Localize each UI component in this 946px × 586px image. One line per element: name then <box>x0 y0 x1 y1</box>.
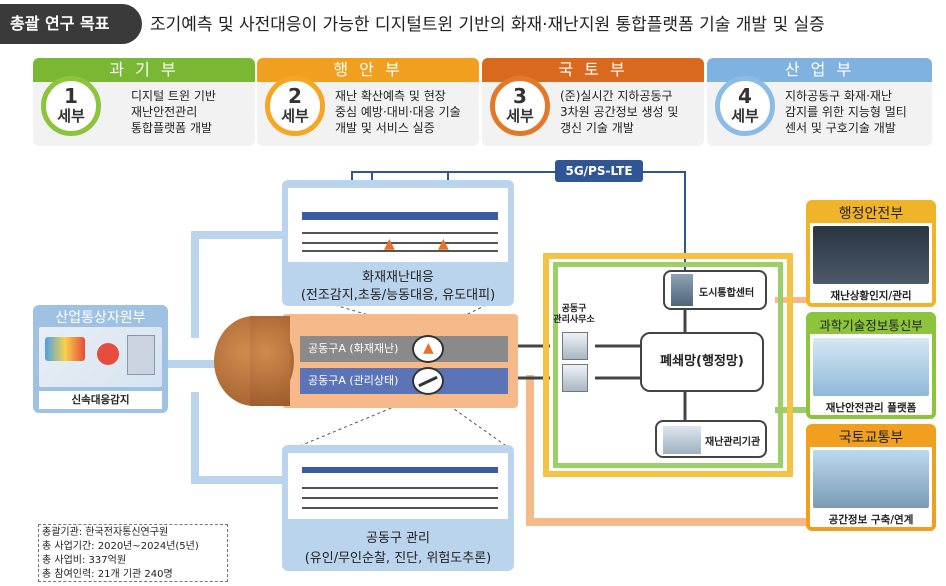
card-4-circle: 4 세부 <box>715 76 775 136</box>
manage-schematic <box>288 453 508 519</box>
fire-response-box: ▲ ▲ 화재재난대응 (전조감지,초동/능동대응, 유도대피) <box>282 180 514 306</box>
card-3-line: (준)실시간 지하공동구 <box>560 89 673 103</box>
tunnel-soil-image <box>250 316 290 406</box>
mois-caption: 재난상황인지/관리 <box>830 290 912 302</box>
office-server-icon <box>562 364 588 392</box>
heatmap-image <box>45 337 85 361</box>
molit-caption: 공간정보 구축/연계 <box>828 514 914 526</box>
goal-badge: 총괄 연구 목표 <box>0 4 142 44</box>
office-server-icon <box>562 332 588 360</box>
card-3-line: 3차원 공간정보 생성 및 <box>560 105 679 119</box>
cable-line <box>302 487 498 489</box>
card-1-line: 재난안전관리 <box>131 105 198 119</box>
card-1-text: 디지털 트윈 기반 재난안전관리 통합플랫폼 개발 <box>131 88 216 136</box>
msit-panel: 과학기술정보통신부 재난안전관리 플랫폼 <box>806 312 936 419</box>
molit-title: 국토교통부 <box>809 427 933 447</box>
summary-line: 총 사업기간: 2020년~2024년(5년) <box>42 541 199 552</box>
city-3d-image <box>813 450 929 508</box>
card-1-sub: 세부 <box>57 107 85 125</box>
card-4-sub: 세부 <box>731 107 759 125</box>
building-icon <box>671 274 693 306</box>
sensor-image <box>39 327 162 387</box>
fire-icon: ▲ <box>384 236 395 252</box>
card-2-sub: 세부 <box>281 107 309 125</box>
card-3-number: 3 <box>513 84 527 108</box>
card-2-circle: 2 세부 <box>265 76 325 136</box>
card-3-line: 갱신 기술 개발 <box>560 121 634 135</box>
molit-panel: 국토교통부 공간정보 구축/연계 <box>806 424 936 531</box>
cable-line <box>302 507 498 509</box>
fire-schematic: ▲ ▲ <box>288 188 508 262</box>
summary-line: 총 참여인력: 21개 기관 240명 <box>42 569 173 580</box>
card-3: 국 토 부 3 세부 (준)실시간 지하공동구 3차원 공간정보 생성 및 갱신… <box>482 58 704 146</box>
industry-title: 산업통상자원부 <box>55 310 146 326</box>
cable-line <box>302 242 498 244</box>
cable-line <box>302 232 498 234</box>
card-1-number: 1 <box>64 84 78 108</box>
card-1-line: 통합플랫폼 개발 <box>131 121 213 135</box>
fire-box-subtitle: (전조감지,초동/능동대응, 유도대피) <box>300 288 496 303</box>
card-3-head: 국 토 부 <box>482 58 704 82</box>
disaster-agency-label: 재난관리기관 <box>705 437 761 448</box>
msit-caption: 재난안전관리 플랫폼 <box>825 402 917 414</box>
admin-network-frame <box>543 253 793 477</box>
card-1-circle: 1 세부 <box>41 76 101 136</box>
card-4-line: 감지를 위한 지능형 멀티 <box>785 105 907 119</box>
manage-box-subtitle: (유인/무인순찰, 진단, 위험도추론) <box>304 551 492 566</box>
card-4-line: 지하공동구 화재·재난 <box>785 89 892 103</box>
control-room-image <box>813 226 929 284</box>
card-4-line: 센서 및 구호기술 개발 <box>785 121 896 135</box>
manage-box: 공동구 관리 (유인/무인순찰, 진단, 위험도추론) <box>282 445 514 571</box>
card-1-line: 디지털 트윈 기반 <box>131 89 216 103</box>
fire-status-icon: ▲ <box>412 335 444 363</box>
card-4-number: 4 <box>738 84 752 108</box>
device-icon <box>127 335 155 375</box>
closed-network-node: 폐쇄망(행정망) <box>640 332 764 392</box>
card-2-number: 2 <box>288 84 302 108</box>
cable-line <box>302 250 498 252</box>
science-network-frame <box>553 262 783 468</box>
alert-icon <box>97 343 119 365</box>
city-center-label: 도시통합센터 <box>699 288 755 299</box>
mois-panel: 행정안전부 재난상황인지/관리 <box>806 200 936 307</box>
summary-box: 총괄기관: 한국전자통신연구원 총 사업기간: 2020년~2024년(5년) … <box>38 524 228 582</box>
building-icon <box>663 426 701 454</box>
mois-title: 행정안전부 <box>809 203 933 223</box>
tunnel-manage-label: 공동구A (관리상태) <box>308 374 399 387</box>
fire-box-title: 화재재난대응 <box>362 270 434 285</box>
city-center-node: 도시통합센터 <box>663 270 767 310</box>
fire-icon: ▲ <box>438 236 449 252</box>
tunnel-manage-bar: 공동구A (관리상태) <box>300 368 508 394</box>
card-4: 산 업 부 4 세부 지하공동구 화재·재난 감지를 위한 지능형 멀티 센서 … <box>707 58 932 146</box>
card-2-text: 재난 확산예측 및 현장 중심 예방·대비·대응 기술 개발 및 서비스 실증 <box>335 88 461 136</box>
card-3-text: (준)실시간 지하공동구 3차원 공간정보 생성 및 갱신 기술 개발 <box>560 88 678 136</box>
card-4-text: 지하공동구 화재·재난 감지를 위한 지능형 멀티 센서 및 구호기술 개발 <box>785 88 907 136</box>
summary-line: 총 사업비: 337억원 <box>42 555 127 566</box>
industry-caption: 신속대응감지 <box>39 391 162 409</box>
card-2-line: 개발 및 서비스 실증 <box>335 121 435 135</box>
flame-icon: ▲ <box>423 340 434 356</box>
card-1: 과 기 부 1 세부 디지털 트윈 기반 재난안전관리 통합플랫폼 개발 <box>33 58 255 146</box>
manage-status-icon <box>412 367 444 395</box>
card-3-circle: 3 세부 <box>490 76 550 136</box>
cable-line <box>302 497 498 499</box>
card-2-line: 중심 예방·대비·대응 기술 <box>335 105 461 119</box>
platform-image <box>813 338 929 396</box>
card-2: 행 안 부 2 세부 재난 확산예측 및 현장 중심 예방·대비·대응 기술 개… <box>257 58 479 146</box>
rail-line <box>302 212 498 220</box>
tunnel-fire-bar: 공동구A (화재재난) <box>300 336 508 362</box>
manage-box-title: 공동구 관리 <box>366 531 430 546</box>
network-5g-label: 5G/PS-LTE <box>555 160 643 182</box>
slash-icon <box>418 375 438 388</box>
msit-title: 과학기술정보통신부 <box>809 315 933 334</box>
tunnel-fire-label: 공동구A (화재재난) <box>308 342 399 355</box>
office-label: 공동구 관리사무소 <box>553 304 595 325</box>
disaster-agency-node: 재난관리기관 <box>655 420 767 458</box>
rail-line <box>302 467 498 473</box>
card-2-line: 재난 확산예측 및 현장 <box>335 89 446 103</box>
goal-title: 조기예측 및 사전대응이 가능한 디지털트윈 기반의 화재·재난지원 통합플랫폼… <box>150 15 825 35</box>
industry-panel: 산업통상자원부 신속대응감지 <box>33 305 168 413</box>
summary-line: 총괄기관: 한국전자통신연구원 <box>42 527 169 538</box>
card-3-sub: 세부 <box>506 107 534 125</box>
